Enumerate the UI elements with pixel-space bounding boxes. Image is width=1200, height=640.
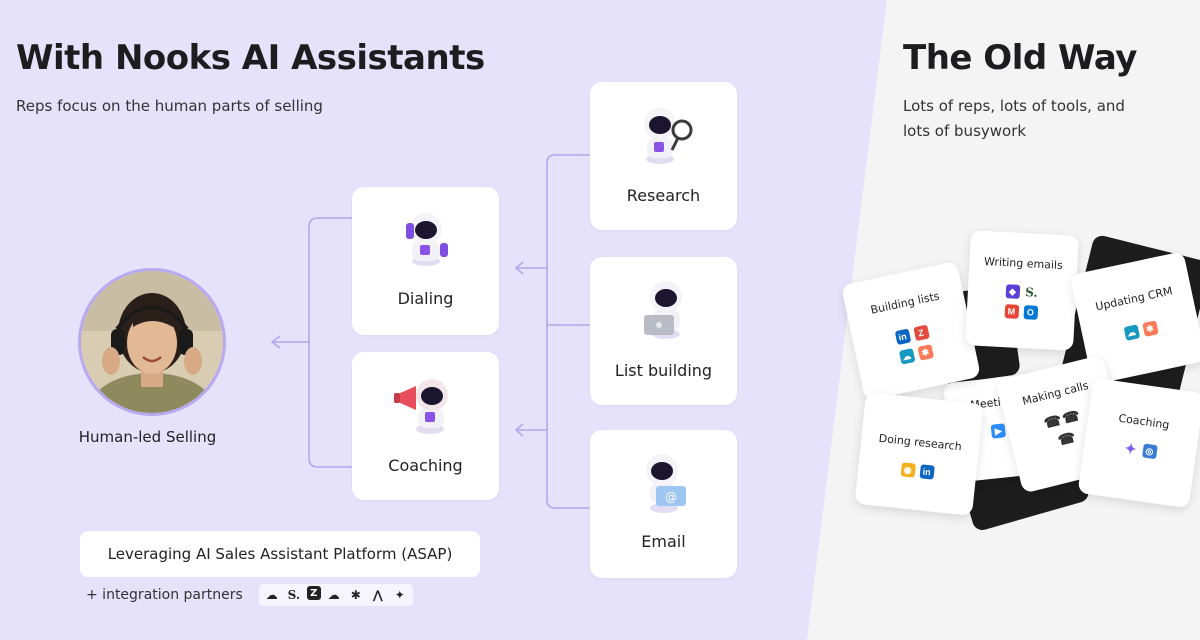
phone-icon: ☎ [1063,408,1080,425]
tool-card-doing-research: Doing research ◉ in [854,392,983,516]
salesloft-icon: S. [1024,285,1039,300]
tool-card-building-lists: Building lists in Z ☁ ✱ [841,261,981,401]
outlook-icon: O [1023,305,1038,320]
gmail-icon: M [1004,304,1019,319]
tool-card-updating-crm-label: Updating CRM [1076,281,1192,318]
chrome-icon: ◉ [900,462,915,477]
phone-icon: ☎ [1058,430,1075,447]
tool-card-doing-research-label: Doing research [861,430,980,455]
tool-card-building-lists-label: Building lists [846,284,964,321]
phone-icon: ☎ [1044,413,1061,430]
chorus-icon: ◎ [1142,443,1158,459]
tool-card-writing-emails-label: Writing emails [969,254,1078,273]
tool-card-coaching-old-label: Coaching [1088,407,1200,435]
salesforce-crm-icon: ☁ [1123,324,1140,341]
zoominfo-icon: Z [913,325,930,342]
linkedin-research-icon: in [919,464,934,479]
linkedin-icon: in [894,329,911,346]
hubspot-crm-icon: ✱ [1142,320,1159,337]
gong-icon: ✦ [1123,441,1139,457]
zoom-icon: ▶ [991,423,1006,438]
salesforce-icon: ☁ [898,348,915,365]
tool-card-writing-emails: Writing emails ◆ S. M O [965,230,1079,350]
hubspot-icon: ✱ [917,344,934,361]
tool-card-coaching-old: Coaching ✦ ◎ [1077,378,1200,508]
outreach-icon: ◆ [1005,284,1020,299]
